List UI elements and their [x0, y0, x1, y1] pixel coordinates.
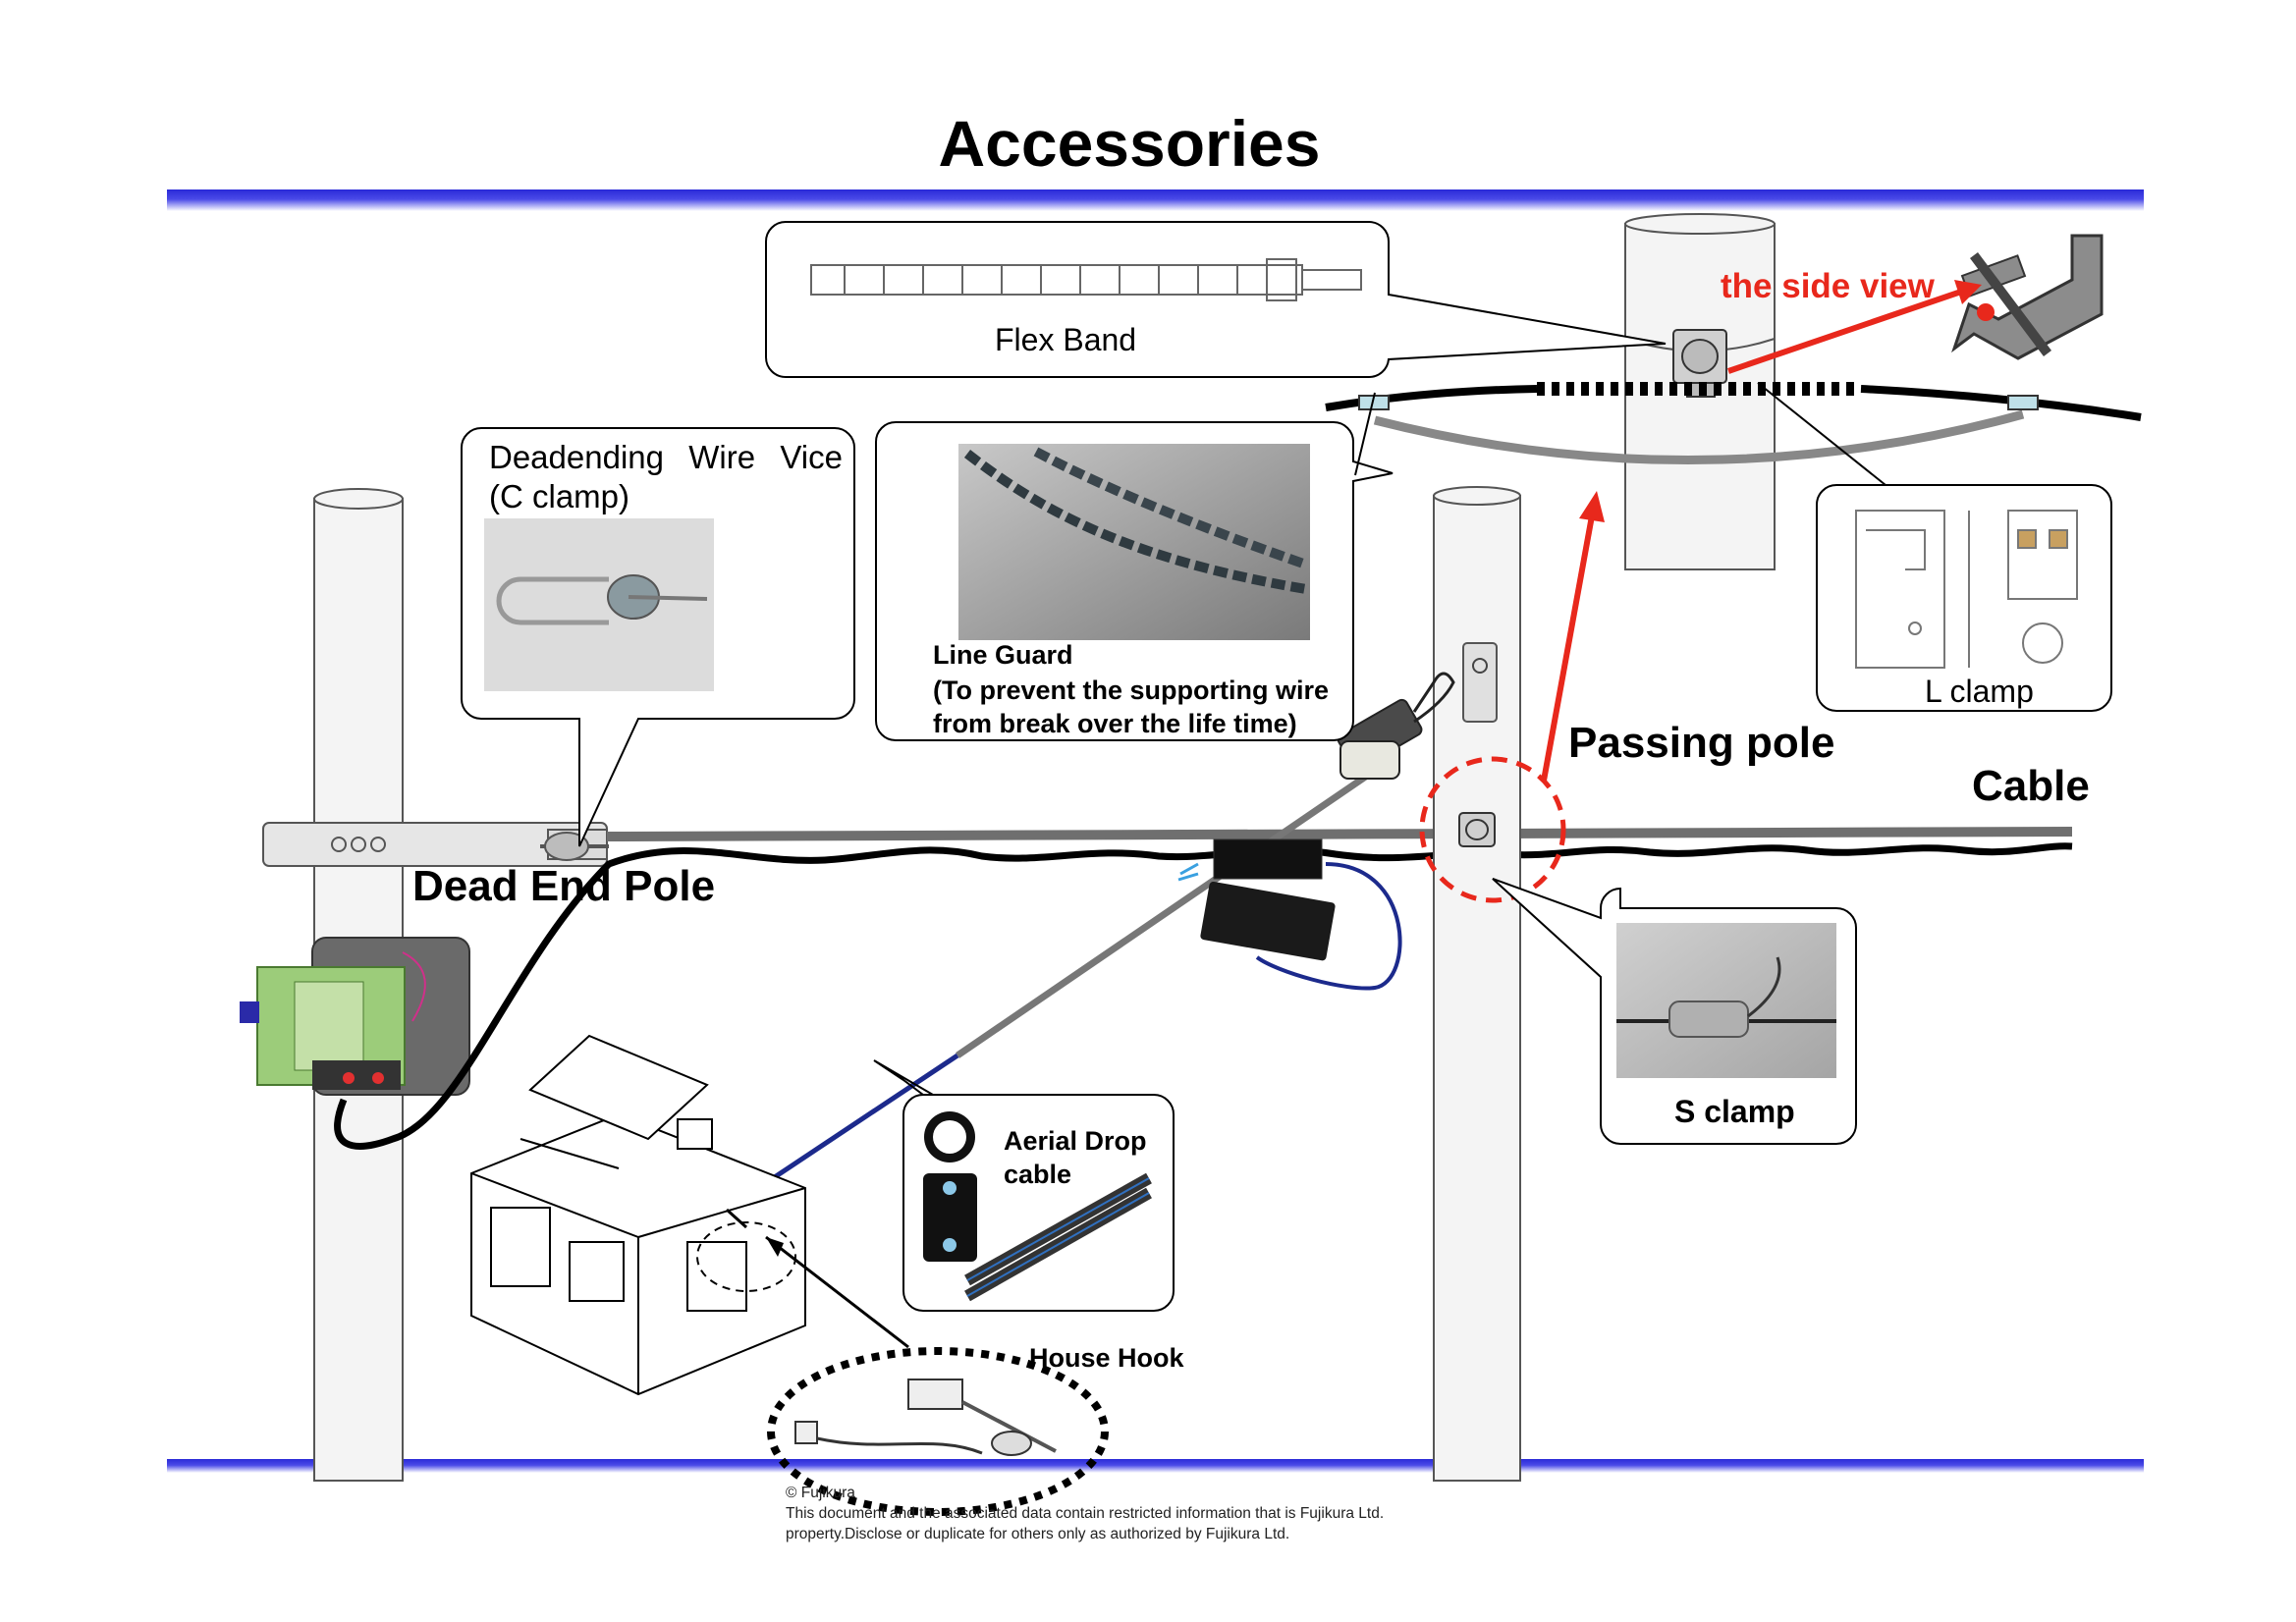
aerial-cable	[334, 842, 2073, 1150]
flex-band-label: Flex Band	[995, 322, 1137, 357]
drop-clamp	[1337, 672, 1455, 780]
side-view-label: the side view	[1721, 267, 1935, 305]
line-guard-label: Line Guard	[933, 640, 1073, 670]
cable-label: Cable	[1972, 762, 2090, 810]
wire-vice-on-pole	[540, 832, 609, 861]
callout-line-guard	[875, 392, 1394, 741]
footer-notice: © Fujikura This document and the associa…	[786, 1483, 1414, 1544]
footer-band	[167, 1459, 2144, 1473]
fiber-closure-box	[240, 937, 470, 1096]
passing-pole	[1433, 486, 1521, 1482]
callout-flex-band	[765, 221, 1667, 379]
passing-pole-label: Passing pole	[1568, 719, 1835, 767]
side-view-figure	[1951, 234, 2104, 360]
house-hook-label: House Hook	[1029, 1343, 1184, 1373]
drop-cable-guide	[956, 773, 1369, 1058]
house-drop-to-hook	[725, 1208, 748, 1229]
passing-pole-highlight	[1419, 756, 1566, 903]
top-pole-detail	[1325, 213, 2142, 570]
red-arrows	[1541, 280, 1982, 782]
callout-s-clamp	[1492, 878, 1857, 1145]
callout-wire-vice	[461, 427, 855, 847]
copyright-text: © Fujikura	[786, 1485, 855, 1501]
callout-aerial-drop	[873, 1059, 1175, 1312]
house-drawing	[470, 1034, 806, 1396]
midspan-closure	[1177, 838, 1402, 991]
s-clamp-label: S clamp	[1674, 1094, 1795, 1129]
dead-end-pole-label: Dead End Pole	[412, 862, 716, 910]
messenger-wire	[606, 827, 2073, 841]
house-hook-focus	[696, 1221, 796, 1292]
aerial-drop-label: Aerial Drop cable	[1004, 1126, 1147, 1189]
wire-vice-label: Deadending Wire Vice (C clamp)	[489, 439, 843, 514]
line-guard-note: (To prevent the supporting wire from bre…	[933, 676, 1330, 738]
house-hook-detail	[767, 1347, 1109, 1516]
restricted-notice-text: This document and the associated data co…	[786, 1505, 1385, 1542]
callout-l-clamp	[1757, 382, 2112, 712]
page-title: Accessories	[938, 107, 1321, 180]
wire-vice-photo	[484, 518, 714, 691]
header-band	[167, 189, 2144, 211]
l-clamp-label: L clamp	[1925, 674, 2034, 709]
